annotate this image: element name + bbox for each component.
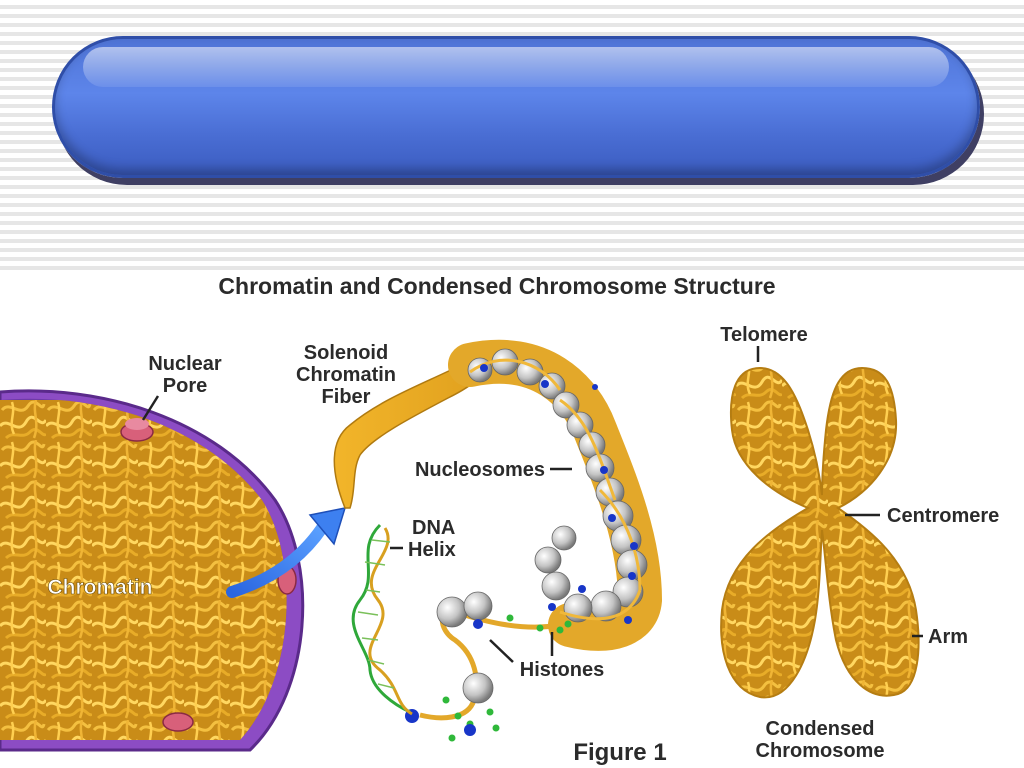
figure-heading: Chromatin and Condensed Chromosome Struc… <box>218 273 775 299</box>
dna-helix <box>351 523 413 716</box>
nucleus: Chromatin <box>0 389 305 752</box>
chromatin-diagram: Chromatin and Condensed Chromosome Struc… <box>0 273 999 766</box>
label-nuclear-pore-line2: Pore <box>163 375 207 397</box>
label-dna-line2: Helix <box>408 539 456 561</box>
label-centromere: Centromere <box>887 505 999 527</box>
nuclear-pore-bottom <box>162 712 194 732</box>
leader-histones-left <box>489 639 514 663</box>
label-solenoid-line3: Fiber <box>322 386 371 408</box>
label-histones: Histones <box>520 659 604 681</box>
label-condensed-line1: Condensed <box>766 718 875 740</box>
label-telomere: Telomere <box>720 324 807 346</box>
label-arm: Arm <box>928 626 968 648</box>
figure-caption: Figure 1 <box>573 739 666 766</box>
title-banner <box>52 36 980 178</box>
label-condensed-line2: Chromosome <box>756 740 885 762</box>
label-nuclear-pore-line1: Nuclear <box>148 353 222 375</box>
condensed-chromosome <box>720 366 920 699</box>
label-nucleosomes: Nucleosomes <box>415 459 545 481</box>
label-dna-line1: DNA <box>412 517 455 539</box>
nuclear-pore-top <box>120 418 154 442</box>
leader-nuclear-pore <box>141 395 160 421</box>
label-chromatin: Chromatin <box>48 576 153 599</box>
transition-arrow <box>226 507 347 598</box>
nucleosome-coil <box>448 339 663 651</box>
beads-on-string <box>405 591 572 742</box>
label-solenoid-line1: Solenoid <box>304 342 388 364</box>
label-solenoid-line2: Chromatin <box>296 364 396 386</box>
